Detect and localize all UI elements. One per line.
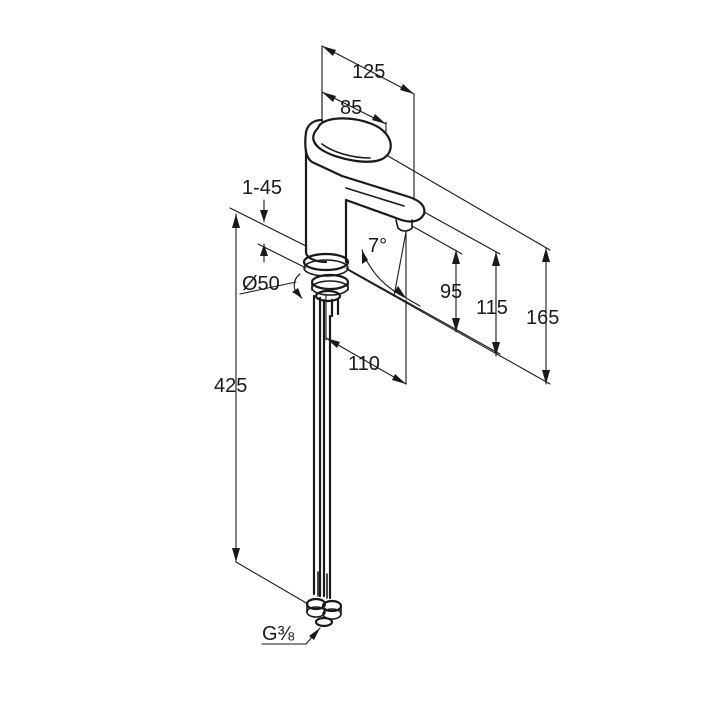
dim-label-diameter-50: Ø50 bbox=[242, 273, 280, 295]
supply-hoses bbox=[312, 294, 332, 600]
dimension-7-degrees: 7° bbox=[361, 231, 421, 307]
dimension-110: 110 bbox=[325, 295, 407, 385]
dim-label-thread: G⅜ bbox=[262, 623, 295, 645]
dim-label-95: 95 bbox=[440, 281, 462, 303]
dimension-thread: G⅜ bbox=[261, 623, 321, 645]
hose-end-fittings bbox=[305, 597, 343, 628]
dim-label-425: 425 bbox=[214, 375, 247, 397]
dimension-95: 95 bbox=[411, 225, 463, 333]
dim-label-7-degrees: 7° bbox=[368, 235, 387, 257]
dimension-425: 425 bbox=[214, 213, 309, 605]
dim-label-1-45: 1-45 bbox=[242, 177, 282, 199]
dim-label-115: 115 bbox=[476, 297, 508, 319]
dimension-1-45: 1-45 bbox=[229, 177, 307, 269]
dim-label-110: 110 bbox=[348, 353, 380, 375]
dim-label-125: 125 bbox=[352, 61, 385, 83]
dimension-diameter-50: Ø50 bbox=[239, 273, 303, 299]
dimension-165: 165 bbox=[347, 155, 559, 385]
dim-label-85: 85 bbox=[340, 97, 362, 119]
dimension-125: 125 bbox=[321, 45, 415, 201]
mounting-nut bbox=[310, 273, 350, 318]
dimension-85: 85 bbox=[321, 91, 387, 135]
dim-label-165: 165 bbox=[526, 307, 559, 329]
dimension-115: 115 bbox=[345, 211, 508, 357]
